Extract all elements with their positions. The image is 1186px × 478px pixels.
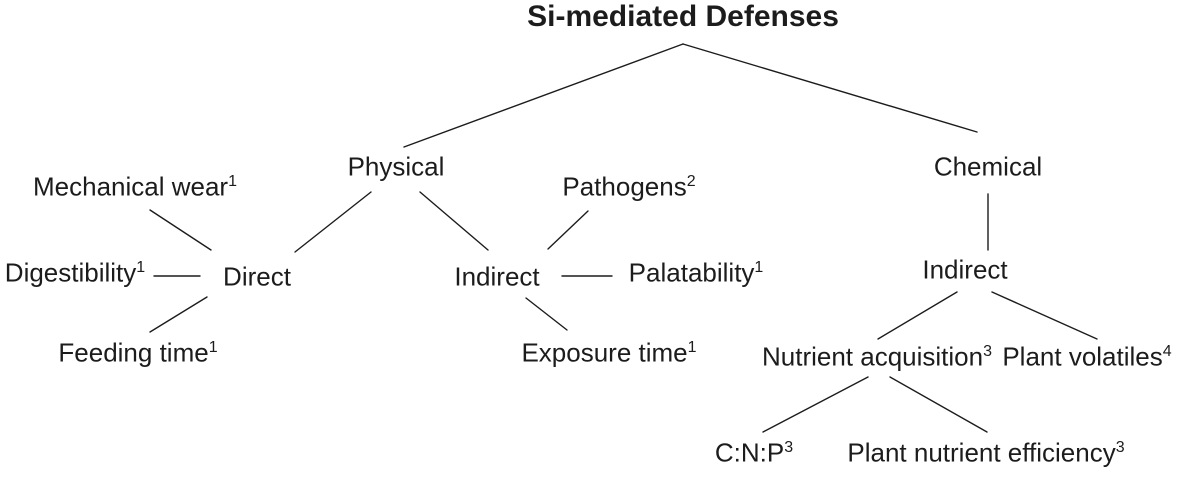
edge-indirect-plant-volatiles xyxy=(991,291,1098,340)
node-plant-nutrient-efficiency: Plant nutrient efficiency3 xyxy=(847,437,1125,468)
node-label: Plant nutrient efficiency xyxy=(847,437,1116,468)
edge-physical-indirect xyxy=(419,191,489,251)
node-superscript: 1 xyxy=(208,339,218,357)
edge-feeding-time-direct xyxy=(149,296,208,333)
node-label: Physical xyxy=(347,151,445,182)
node-superscript: 1 xyxy=(136,259,146,277)
node-label: Indirect xyxy=(922,254,1008,285)
node-exposure-time: Exposure time1 xyxy=(521,337,697,368)
node-direct: Direct xyxy=(223,261,291,292)
node-label: Direct xyxy=(223,261,291,292)
node-label: Digestibility xyxy=(4,257,137,288)
node-superscript: 3 xyxy=(1115,439,1125,457)
node-chemical: Chemical xyxy=(933,151,1043,182)
node-pathogens: Pathogens2 xyxy=(562,171,696,202)
node-label: Chemical xyxy=(933,151,1043,182)
diagram-title: Si-mediated Defenses xyxy=(527,0,839,33)
edge-indirect-nutrient-acquisition xyxy=(877,291,958,340)
node-mechanical-wear: Mechanical wear1 xyxy=(33,171,237,202)
edge-root-physical xyxy=(403,43,684,148)
node-superscript: 1 xyxy=(228,173,237,191)
node-label: C:N:P xyxy=(714,437,785,468)
edge-nutrient-acquisition-plant-nutrient-efficiency xyxy=(889,376,988,433)
node-superscript: 3 xyxy=(784,439,794,457)
node-label: Mechanical wear xyxy=(33,171,229,202)
node-label: Palatability xyxy=(628,257,755,288)
node-physical-indirect: Indirect xyxy=(454,261,540,292)
node-label: Exposure time xyxy=(521,337,688,368)
node-superscript: 1 xyxy=(687,339,697,357)
node-feeding-time: Feeding time1 xyxy=(58,337,218,368)
node-label: Plant volatiles xyxy=(1002,341,1163,372)
node-label: Pathogens xyxy=(562,171,687,202)
edge-root-chemical xyxy=(682,43,978,133)
node-nutrient-acquisition: Nutrient acquisition3 xyxy=(761,341,993,372)
edge-physical-direct xyxy=(294,191,372,253)
node-superscript: 2 xyxy=(686,173,696,191)
node-digestibility: Digestibility1 xyxy=(4,257,146,288)
edge-mechanical-wear-direct xyxy=(149,209,212,251)
node-palatability: Palatability1 xyxy=(628,257,764,288)
node-plant-volatiles: Plant volatiles4 xyxy=(1002,341,1172,372)
node-label: Indirect xyxy=(454,261,540,292)
node-cnp: C:N:P3 xyxy=(714,437,794,468)
node-chemical-indirect: Indirect xyxy=(922,254,1008,285)
node-superscript: 3 xyxy=(983,343,993,361)
node-superscript: 4 xyxy=(1162,343,1172,361)
node-superscript: 1 xyxy=(754,259,764,277)
edge-nutrient-acquisition-cnp xyxy=(762,376,869,433)
node-label: Nutrient acquisition xyxy=(761,341,984,372)
edge-indirect-exposure-time xyxy=(525,297,568,331)
node-label: Feeding time xyxy=(58,337,209,368)
edge-pathogens-indirect xyxy=(547,210,589,250)
node-physical: Physical xyxy=(347,151,445,182)
